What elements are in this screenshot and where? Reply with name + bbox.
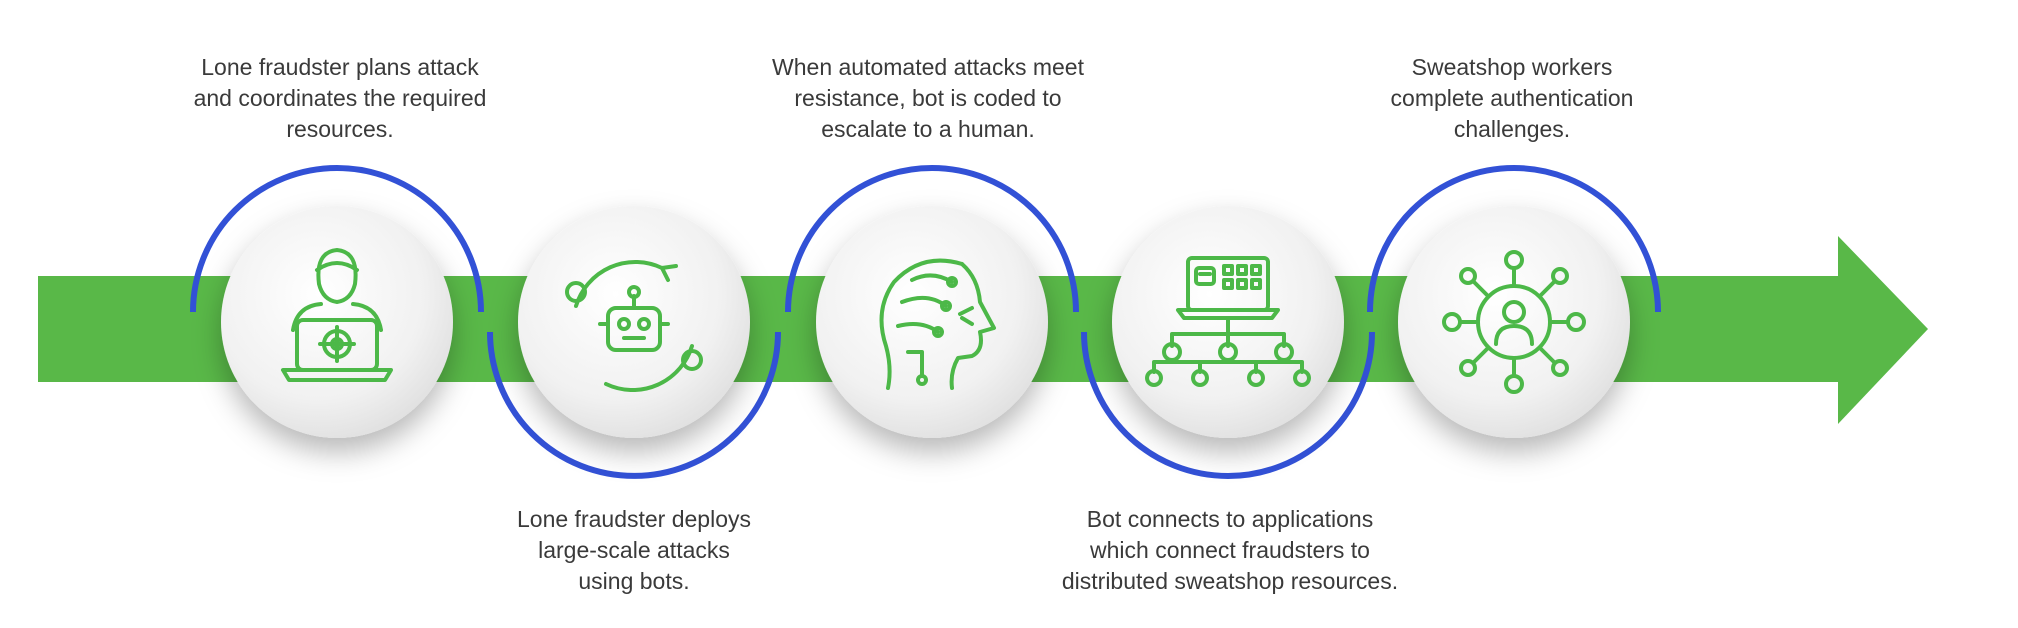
step-3-ring (785, 165, 1079, 313)
step-4-caption: Bot connects to applications which conne… (1061, 506, 1399, 594)
step-3-disc (816, 206, 1048, 438)
step-3-caption: When automated attacks meet resistance, … (772, 54, 1084, 142)
icon-layer (281, 248, 1586, 394)
step-2-ring (487, 331, 781, 479)
laptop-network-icon (1145, 256, 1311, 387)
step-5-caption: Sweatshop workers complete authenticatio… (1390, 54, 1634, 142)
arrow-head (1838, 236, 1928, 424)
disc-layer (221, 206, 1630, 438)
step-1-ring (190, 165, 484, 313)
hacker-laptop-icon (281, 248, 393, 382)
person-hub-icon (1442, 250, 1586, 394)
step-4-ring (1081, 331, 1375, 479)
step-5-ring (1367, 165, 1661, 313)
ai-head-icon (879, 258, 996, 390)
robot-cycle-icon (565, 260, 703, 392)
step-2-disc (518, 206, 750, 438)
step-2-caption: Lone fraudster deploys large-scale attac… (517, 506, 751, 594)
ring-layer (190, 165, 1661, 479)
step-1-caption: Lone fraudster plans attack and coordina… (193, 54, 487, 142)
